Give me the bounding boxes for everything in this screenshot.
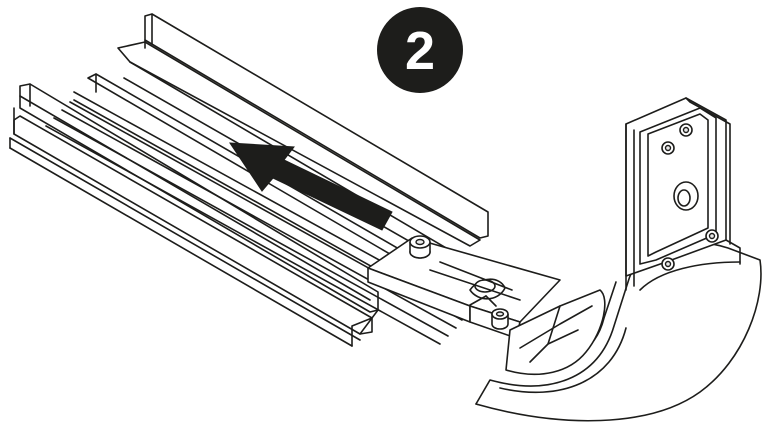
bracket-bolt-bottom-left [661,257,675,271]
carriage-screw-top [409,235,431,259]
slide-direction-arrow-icon [229,142,393,231]
bracket-bolt-bottom-right [705,229,719,243]
curved-end-housing [475,241,762,422]
bracket-center-hole [673,181,699,211]
bracket-bolt-top-left [661,141,675,155]
step-number: 2 [404,21,436,81]
step-number-badge: 2 [377,7,463,93]
slider-carriage [367,237,561,339]
carriage-screw-bottom [491,308,509,330]
bracket-bolt-top-right [679,123,693,137]
track-surface [45,101,463,345]
rail-profile-back [117,13,489,277]
